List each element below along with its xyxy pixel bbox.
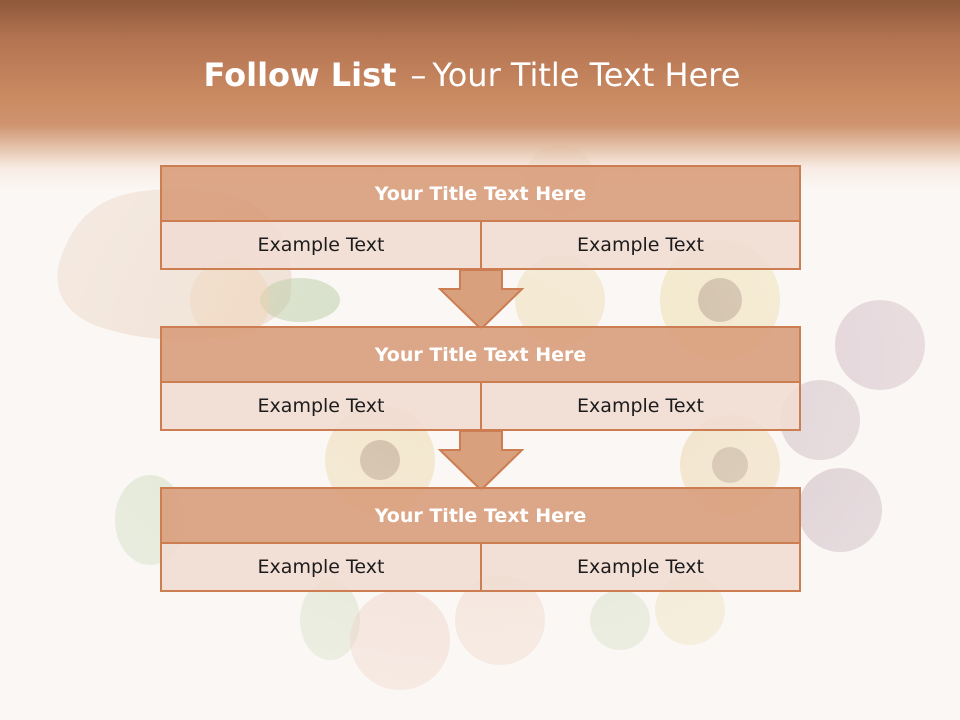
step-title[interactable]: Your Title Text Here [160,326,801,383]
step-title[interactable]: Your Title Text Here [160,165,801,222]
header-band [0,0,960,190]
down-arrow-icon [438,430,524,492]
slide-title: Follow List–Your Title Text Here [0,55,944,95]
step-title[interactable]: Your Title Text Here [160,487,801,544]
step-left-text[interactable]: Example Text [160,220,482,270]
step-right-text[interactable]: Example Text [480,542,801,592]
slide-title-text: Your Title Text Here [432,56,741,94]
step-right-text[interactable]: Example Text [480,381,801,431]
down-arrow-icon [438,269,524,331]
slide-title-separator: – [410,56,427,94]
step-left-text[interactable]: Example Text [160,381,482,431]
slide-title-bold: Follow List [203,56,397,94]
step-left-text[interactable]: Example Text [160,542,482,592]
step-right-text[interactable]: Example Text [480,220,801,270]
